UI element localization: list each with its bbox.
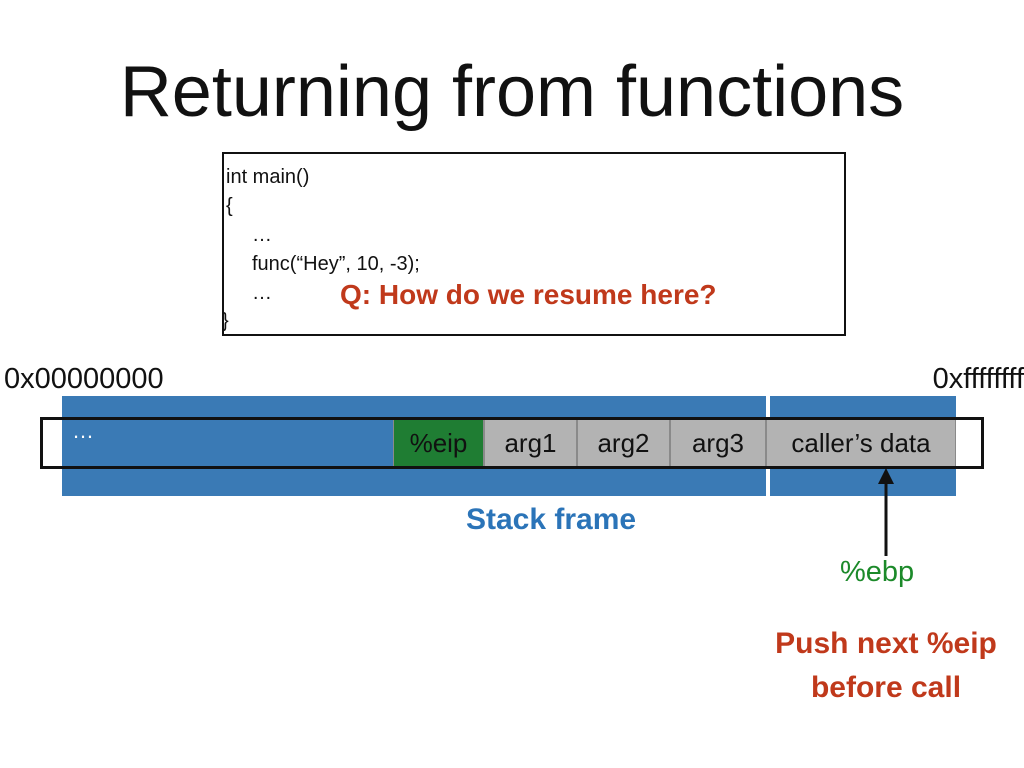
stack-frame-label: Stack frame bbox=[466, 503, 637, 536]
code-line-3: … bbox=[252, 224, 272, 246]
stack-cell-callers-data: caller’s data bbox=[766, 419, 956, 467]
question-text: Q: How do we resume here? bbox=[340, 279, 717, 310]
ebp-label: %ebp bbox=[840, 556, 915, 588]
code-box bbox=[222, 152, 846, 336]
push-eip-label-line-2: before call bbox=[810, 671, 962, 704]
stack-outline bbox=[40, 417, 984, 469]
slide-title: Returning from functions bbox=[119, 52, 905, 132]
code-line-4: func(“Hey”, 10, -3); bbox=[252, 253, 420, 275]
code-line-2: { bbox=[226, 195, 233, 217]
low-address-label: 0x00000000 bbox=[4, 363, 164, 395]
stack-ellipsis: … bbox=[72, 418, 94, 443]
code-line-1: int main() bbox=[226, 166, 310, 188]
code-line-5: … bbox=[252, 282, 272, 304]
high-address-label: 0xffffffff bbox=[932, 363, 1024, 395]
stack-cell-arg2: arg2 bbox=[577, 419, 670, 467]
stack-cell-arg3: arg3 bbox=[670, 419, 766, 467]
code-line-6: } bbox=[222, 310, 229, 332]
push-eip-label-line-1: Push next %eip bbox=[775, 627, 997, 660]
ebp-arrow-icon bbox=[878, 468, 894, 556]
stack-cell-arg1: arg1 bbox=[484, 419, 577, 467]
